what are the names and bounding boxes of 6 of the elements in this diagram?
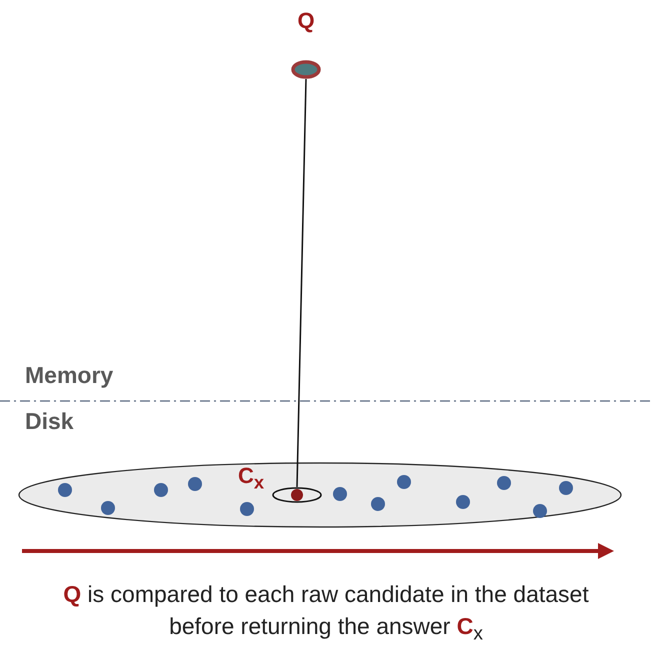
caption-text: Q is compared to each raw candidate in the dataset before returning the answer C$_{x}$ bbox=[62, 580, 590, 646]
point-label: C$_{x}$ bbox=[238, 463, 264, 494]
connector-line bbox=[296, 78, 307, 488]
region-label: Disk bbox=[25, 408, 74, 435]
point-label: Q bbox=[296, 8, 316, 34]
region-label: Memory bbox=[25, 362, 114, 389]
